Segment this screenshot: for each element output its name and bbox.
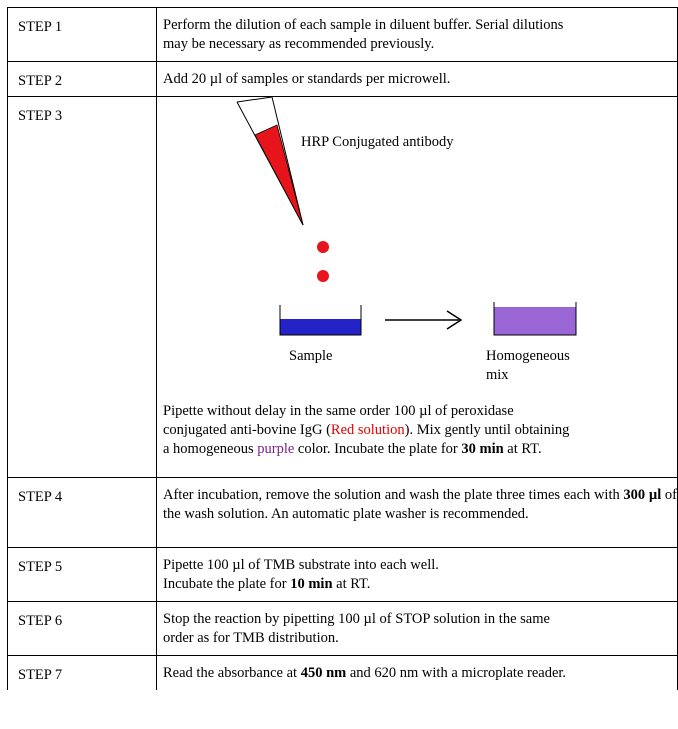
table-row: STEP 3 (7, 96, 678, 478)
step-description: After incubation, remove the solution an… (156, 477, 678, 548)
pipette-icon (254, 124, 304, 226)
step-text-line: may be necessary as recommended previous… (163, 36, 435, 52)
drop-icon (317, 270, 329, 282)
step-text-line: Pipette 100 µl of TMB substrate into eac… (163, 557, 439, 573)
sample-label: Sample (289, 348, 333, 364)
arrow-right-icon (446, 310, 463, 330)
table-row: STEP 2 Add 20 µl of samples or standards… (7, 61, 678, 97)
table-row: STEP 5 Pipette 100 µl of TMB substrate i… (7, 547, 678, 602)
mix-label: Homogeneous (486, 348, 570, 364)
step-description: HRP Conjugated antibody Sample Homogeneo… (156, 96, 678, 478)
step-text-line: order as for TMB distribution. (163, 630, 339, 646)
step-label: STEP 3 (7, 96, 157, 478)
step-text-line: Pipette without delay in the same order … (163, 403, 514, 419)
mix-liquid (494, 307, 576, 335)
procedure-illustration: HRP Conjugated antibody Sample Homogeneo… (163, 97, 677, 403)
incubation-time: 30 min (461, 441, 504, 457)
incubation-time: 10 min (290, 576, 333, 592)
step-label: STEP 5 (7, 547, 157, 602)
step-label: STEP 4 (7, 477, 157, 548)
drop-icon (317, 241, 329, 253)
table-row: STEP 1 Perform the dilution of each samp… (7, 7, 678, 62)
step-text-line: Add 20 µl of samples or standards per mi… (163, 71, 451, 87)
step-label: STEP 1 (7, 7, 157, 62)
step-description: Pipette 100 µl of TMB substrate into eac… (156, 547, 678, 602)
step-label: STEP 6 (7, 601, 157, 656)
step-description: Add 20 µl of samples or standards per mi… (156, 61, 678, 97)
sample-well-icon (279, 305, 362, 336)
step-label: STEP 2 (7, 61, 157, 97)
mix-label-2: mix (486, 367, 509, 383)
step-description: Read the absorbance at 450 nm and 620 nm… (156, 655, 678, 690)
step-text-line: Stop the reaction by pipetting 100 µl of… (163, 611, 550, 627)
wash-volume: 300 µl (623, 487, 662, 503)
step-text-line: a homogeneous purple color. Incubate the… (163, 441, 542, 457)
sample-liquid (280, 319, 361, 335)
antibody-label: HRP Conjugated antibody (301, 134, 454, 150)
step-description: Perform the dilution of each sample in d… (156, 7, 678, 62)
red-solution-text: Red solution (330, 422, 405, 438)
mix-well-icon (493, 302, 577, 336)
illustration-graphic (236, 97, 577, 336)
step-text-line: Perform the dilution of each sample in d… (163, 17, 564, 33)
table-row: STEP 4 After incubation, remove the solu… (7, 477, 678, 548)
step-text-line: Incubate the plate for 10 min at RT. (163, 576, 371, 592)
table-row: STEP 6 Stop the reaction by pipetting 10… (7, 601, 678, 656)
step-text-line: conjugated anti-bovine IgG (Red solution… (163, 422, 570, 438)
table-row: STEP 7 Read the absorbance at 450 nm and… (7, 655, 678, 690)
pipette-outline-top (236, 97, 273, 103)
protocol-table-wrapper: STEP 1 Perform the dilution of each samp… (7, 7, 678, 729)
step-description: Stop the reaction by pipetting 100 µl of… (156, 601, 678, 656)
protocol-steps-table: STEP 1 Perform the dilution of each samp… (7, 7, 678, 690)
purple-text: purple (257, 441, 295, 457)
wavelength-value: 450 nm (300, 665, 347, 681)
step-label: STEP 7 (7, 655, 157, 690)
